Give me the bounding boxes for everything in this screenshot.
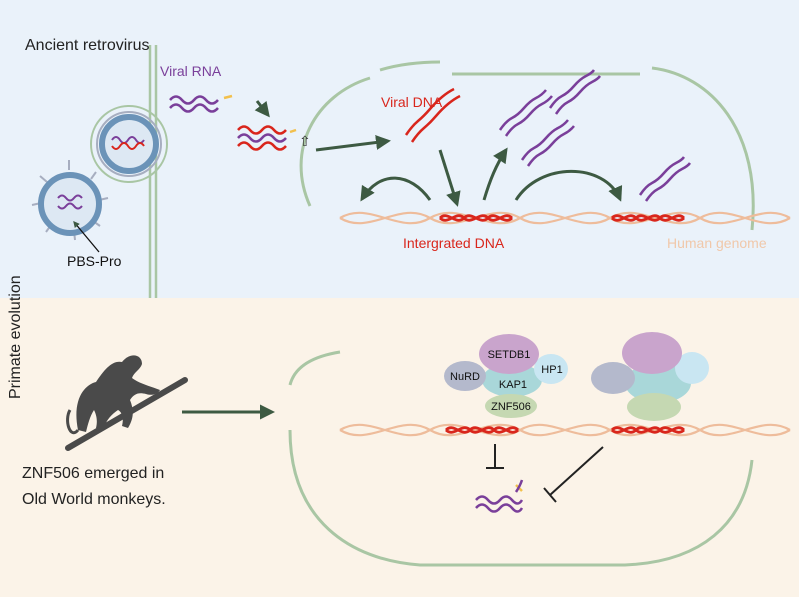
primer-arrow-icon: ⇧ <box>299 134 311 150</box>
caption-line-2: Old World monkeys. <box>22 491 166 508</box>
viral-dna-strand <box>404 87 461 143</box>
arrow-retrotransposition-left <box>360 176 432 202</box>
svg-text:KAP1: KAP1 <box>499 379 527 391</box>
virus-particle-docking <box>90 105 168 183</box>
protein-nurd <box>444 361 486 391</box>
arrow-retrotransposition-right <box>514 170 623 202</box>
protein-znf506 <box>485 394 537 418</box>
panel-title: Ancient retrovirus <box>25 37 150 54</box>
rna-dna-hybrid <box>237 125 297 151</box>
arrow-dna-to-integration <box>438 149 461 207</box>
repressor-complex-labelled: SETDB1 HP1 NuRD KAP1 ZNF506 <box>444 334 568 418</box>
svg-text:HP1: HP1 <box>541 364 562 376</box>
process-arrows-top <box>254 100 623 207</box>
nucleus-envelope-bottom <box>288 350 754 567</box>
virus-particle-free <box>31 160 109 241</box>
human-genome-strand-top <box>339 211 791 225</box>
primate-evolution-label: Primate evolution <box>7 275 24 399</box>
protein-hp1 <box>534 354 568 384</box>
human-genome-label: Human genome <box>667 235 767 251</box>
repression-arrows <box>486 444 604 503</box>
protein-setdb1 <box>479 334 539 374</box>
integrated-dna-segments-bottom <box>445 426 685 434</box>
nucleus-envelope-top <box>299 60 755 231</box>
caption-line-1: ZNF506 emerged in <box>22 465 165 482</box>
svg-text:SETDB1: SETDB1 <box>488 349 531 361</box>
arrow-transcription <box>482 147 508 201</box>
pbs-pointer-line <box>73 221 100 253</box>
svg-text:NuRD: NuRD <box>450 371 480 383</box>
svg-text:ZNF506: ZNF506 <box>491 401 531 413</box>
viral-rna-strand <box>169 94 233 113</box>
integrated-dna-segments-top <box>439 214 685 222</box>
human-genome-strand-bottom <box>339 423 791 437</box>
viral-dna-label: Viral DNA <box>381 94 443 110</box>
monkey-silhouette-icon <box>65 355 188 451</box>
pbs-label: PBS-Pro <box>67 253 122 269</box>
arrow-rna-to-hybrid <box>254 100 270 118</box>
arrow-hybrid-to-nucleus <box>315 135 391 152</box>
integrated-dna-label: Intergrated DNA <box>403 235 505 251</box>
viral-rna-label: Viral RNA <box>160 63 222 79</box>
silenced-viral-rna <box>475 479 524 513</box>
released-viral-rnas <box>498 69 692 202</box>
repressor-complex-unlabelled <box>591 332 709 421</box>
